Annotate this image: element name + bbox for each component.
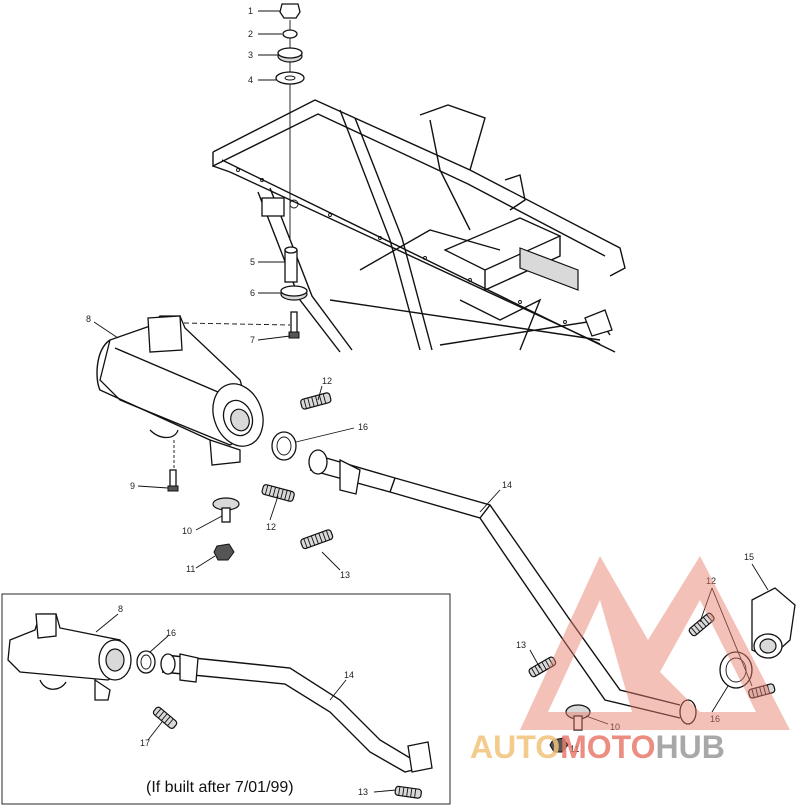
mount-stack xyxy=(183,3,308,339)
callout-12b: 12 xyxy=(266,522,276,532)
callout-10: 10 xyxy=(182,526,192,536)
springs xyxy=(261,392,334,550)
callout-13b: 13 xyxy=(516,640,526,650)
sleeve-part xyxy=(284,249,298,283)
callout-5: 5 xyxy=(250,257,255,267)
callout-11: 11 xyxy=(186,564,195,574)
watermark-triangle-mark xyxy=(520,556,790,730)
hardware xyxy=(167,440,240,561)
callout-12c: 12 xyxy=(706,576,716,586)
callout-1: 1 xyxy=(248,6,253,16)
large-washer-part xyxy=(275,71,305,85)
callout-7: 7 xyxy=(250,335,255,345)
head-pipe xyxy=(308,449,697,725)
nut-part xyxy=(279,3,301,19)
muffler xyxy=(96,315,264,466)
vehicle-frame xyxy=(212,99,626,353)
callout-16: 16 xyxy=(358,422,368,432)
callout-15: 15 xyxy=(744,552,754,562)
callout-13: 13 xyxy=(340,570,350,580)
callout-6: 6 xyxy=(250,288,255,298)
callout-9: 9 xyxy=(130,481,135,491)
inset-callout-17: 17 xyxy=(140,738,150,748)
inset-callout-13: 13 xyxy=(358,787,368,797)
callout-3: 3 xyxy=(248,50,253,60)
inset-variant-box: 8 16 17 14 13 (If built after 7/01/99) xyxy=(1,593,451,805)
callout-8: 8 xyxy=(86,314,91,324)
washer-part xyxy=(282,29,298,39)
callout-12a: 12 xyxy=(322,376,332,386)
callout-16b: 16 xyxy=(710,714,720,724)
callout-labels: 1 2 3 4 5 6 7 8 9 10 11 12 12 13 14 15 1… xyxy=(86,6,754,754)
watermark-logo: AUTOMOTOHUB xyxy=(470,556,790,765)
leader-lines xyxy=(93,10,769,725)
inset-caption: (If built after 7/01/99) xyxy=(146,779,294,796)
inset-callout-14: 14 xyxy=(344,670,354,680)
inset-callout-8: 8 xyxy=(118,604,123,614)
inset-callout-16: 16 xyxy=(166,628,176,638)
callout-11b: 11 xyxy=(570,744,579,754)
callout-10b: 10 xyxy=(610,722,620,732)
callout-14: 14 xyxy=(502,480,512,490)
watermark-text: AUTOMOTOHUB xyxy=(470,729,725,765)
callout-4: 4 xyxy=(248,75,253,85)
callout-2: 2 xyxy=(248,29,253,39)
exhaust-outlet xyxy=(528,587,796,753)
bolt-part xyxy=(290,311,298,335)
